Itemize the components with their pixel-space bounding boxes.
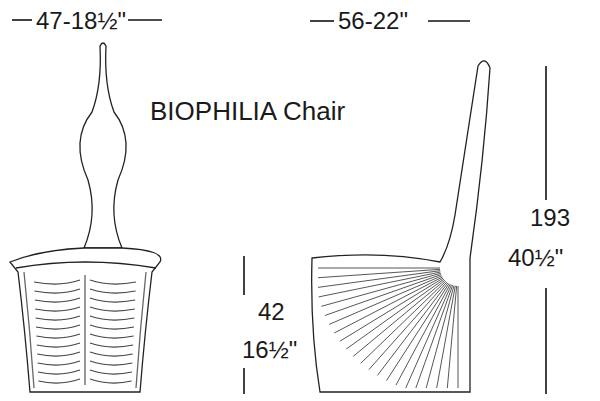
rib-stroke xyxy=(90,370,132,374)
rib-stroke xyxy=(34,289,80,293)
rib-stroke xyxy=(90,307,135,311)
texture-stroke xyxy=(396,284,450,385)
rib-stroke xyxy=(38,370,80,374)
rib-stroke xyxy=(90,361,132,365)
drawing-title: BIOPHILIA Chair xyxy=(148,98,347,124)
rib-stroke xyxy=(36,334,80,338)
rib-stroke xyxy=(90,316,134,320)
dimension-label: 47-18½" xyxy=(34,9,128,33)
texture-stroke xyxy=(447,286,456,388)
texture-stroke xyxy=(321,273,440,306)
texture-stroke xyxy=(329,276,442,325)
rib-stroke xyxy=(34,280,80,284)
rib-stroke xyxy=(35,307,80,311)
texture-stroke xyxy=(406,285,452,388)
rib-stroke xyxy=(90,289,136,293)
rib-stroke xyxy=(37,352,80,356)
texture-stroke xyxy=(437,286,456,388)
rib-stroke xyxy=(38,379,80,383)
dimension-label: 16½" xyxy=(240,338,299,362)
rib-stroke xyxy=(90,298,135,302)
dimension-label: 193 xyxy=(528,206,572,230)
texture-stroke xyxy=(416,285,453,388)
texture-stroke xyxy=(458,286,459,388)
rib-stroke xyxy=(36,325,80,329)
dimension-label: 56-22" xyxy=(336,9,410,33)
texture-stroke xyxy=(361,281,446,363)
rib-stroke xyxy=(36,316,80,320)
rib-stroke xyxy=(90,325,134,329)
texture-stroke xyxy=(318,268,440,269)
front-view xyxy=(10,43,161,392)
rib-stroke xyxy=(90,280,136,284)
texture-stroke xyxy=(426,286,454,388)
texture-stroke xyxy=(325,275,441,316)
rib-stroke xyxy=(37,343,80,347)
dimension-label: 40½" xyxy=(506,246,565,270)
rib-stroke xyxy=(90,334,134,338)
texture-stroke xyxy=(387,284,450,381)
rib-stroke xyxy=(38,361,80,365)
texture-stroke xyxy=(84,275,85,385)
rib-stroke xyxy=(90,352,133,356)
rib-stroke xyxy=(35,298,80,302)
dimension-label: 42 xyxy=(256,300,287,324)
rib-stroke xyxy=(90,343,133,347)
rib-stroke xyxy=(90,379,132,383)
